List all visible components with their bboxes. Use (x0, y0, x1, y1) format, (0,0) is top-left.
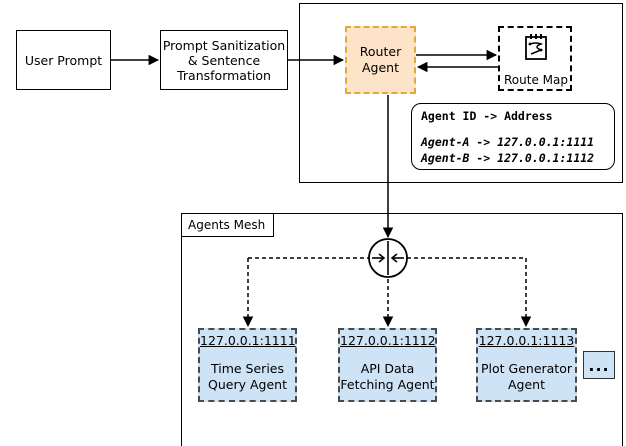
router-line-1: Router (359, 44, 402, 59)
agent-2-ip: 127.0.0.1:1112 (340, 333, 436, 348)
agent-2-name-line-2: Fetching Agent (340, 377, 435, 392)
more-agents-text: ... (588, 355, 610, 375)
route-map-icon (525, 34, 547, 60)
route-map-label: Route Map (504, 73, 568, 87)
more-agents-box: ... (583, 351, 615, 379)
agent-2-name-line-1: API Data (360, 361, 415, 376)
agent-time-series: 127.0.0.1:1111 Time Series Query Agent (198, 328, 297, 402)
agent-1-name-line-2: Query Agent (208, 377, 287, 392)
agent-1-name-line-1: Time Series (210, 361, 284, 376)
router-line-2: Agent (362, 60, 399, 75)
sanitization-line-3: Transformation (177, 67, 271, 83)
agent-3-name-line-2: Agent (508, 377, 545, 392)
prompt-sanitization-box: Prompt Sanitization & Sentence Transform… (160, 30, 288, 90)
user-prompt-box: User Prompt (16, 30, 111, 90)
agent-3-ip: 127.0.0.1:1113 (478, 333, 575, 348)
user-prompt-text: User Prompt (24, 52, 103, 68)
address-table-header: Agent ID -> Address (421, 109, 553, 123)
agents-mesh-label-text: Agents Mesh (188, 218, 266, 232)
router-agent-box: Router Agent (345, 26, 416, 94)
agent-api-data: 127.0.0.1:1112 API Data Fetching Agent (338, 328, 437, 402)
address-row-agent-a: Agent-A -> 127.0.0.1:1111 (421, 135, 595, 149)
address-table: Agent ID -> Address Agent-A -> 127.0.0.1… (411, 103, 615, 170)
address-row-agent-b: Agent-B -> 127.0.0.1:1112 (421, 151, 595, 165)
agent-1-ip: 127.0.0.1:1111 (200, 333, 296, 348)
sanitization-line-1: Prompt Sanitization (162, 37, 286, 53)
agents-mesh-label: Agents Mesh (181, 213, 274, 237)
agent-3-name-line-1: Plot Generator (480, 361, 572, 376)
mesh-switch-icon (368, 238, 408, 278)
route-map-box: Route Map (498, 26, 572, 91)
sanitization-line-2: & Sentence (187, 52, 261, 68)
agent-plot-generator: 127.0.0.1:1113 Plot Generator Agent (476, 328, 577, 402)
